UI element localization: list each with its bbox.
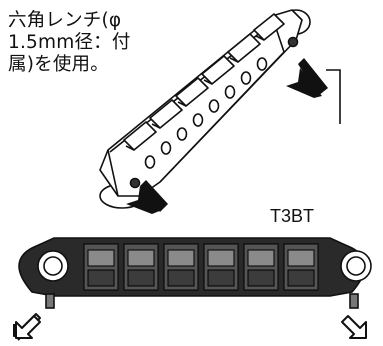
arrow-outline-left-head: [15, 315, 41, 339]
instruction-line-1: 六角レンチ(φ: [8, 10, 122, 31]
hex-wrench-icon: [326, 69, 341, 124]
set-screw-bottom: [129, 177, 141, 189]
instruction-line-2: 1.5mm径：付: [8, 32, 131, 53]
arrow-bottom-screw: [126, 186, 162, 214]
set-screw-top: [287, 36, 299, 48]
arrow-icon: [126, 58, 328, 214]
arrow-outline-right: [341, 315, 367, 339]
arrow-top-screw: [286, 68, 322, 98]
bridge-screw-holes: [144, 57, 268, 169]
set-screw-right: [349, 293, 359, 309]
bridge-front-view: [18, 237, 372, 309]
bridge-saddles-front: [83, 243, 319, 291]
instruction-line-3: 属)を使用。: [8, 54, 109, 75]
model-label: T3BT: [270, 206, 315, 226]
bridge-saddles-perspective: [123, 13, 285, 151]
arrow-icon: [13, 313, 367, 341]
instruction-text: 六角レンチ(φ 1.5mm径：付 属)を使用。: [8, 10, 178, 76]
set-screw-left: [45, 293, 55, 309]
bridge-body: [99, 9, 303, 197]
bridge-perspective: [99, 9, 311, 209]
